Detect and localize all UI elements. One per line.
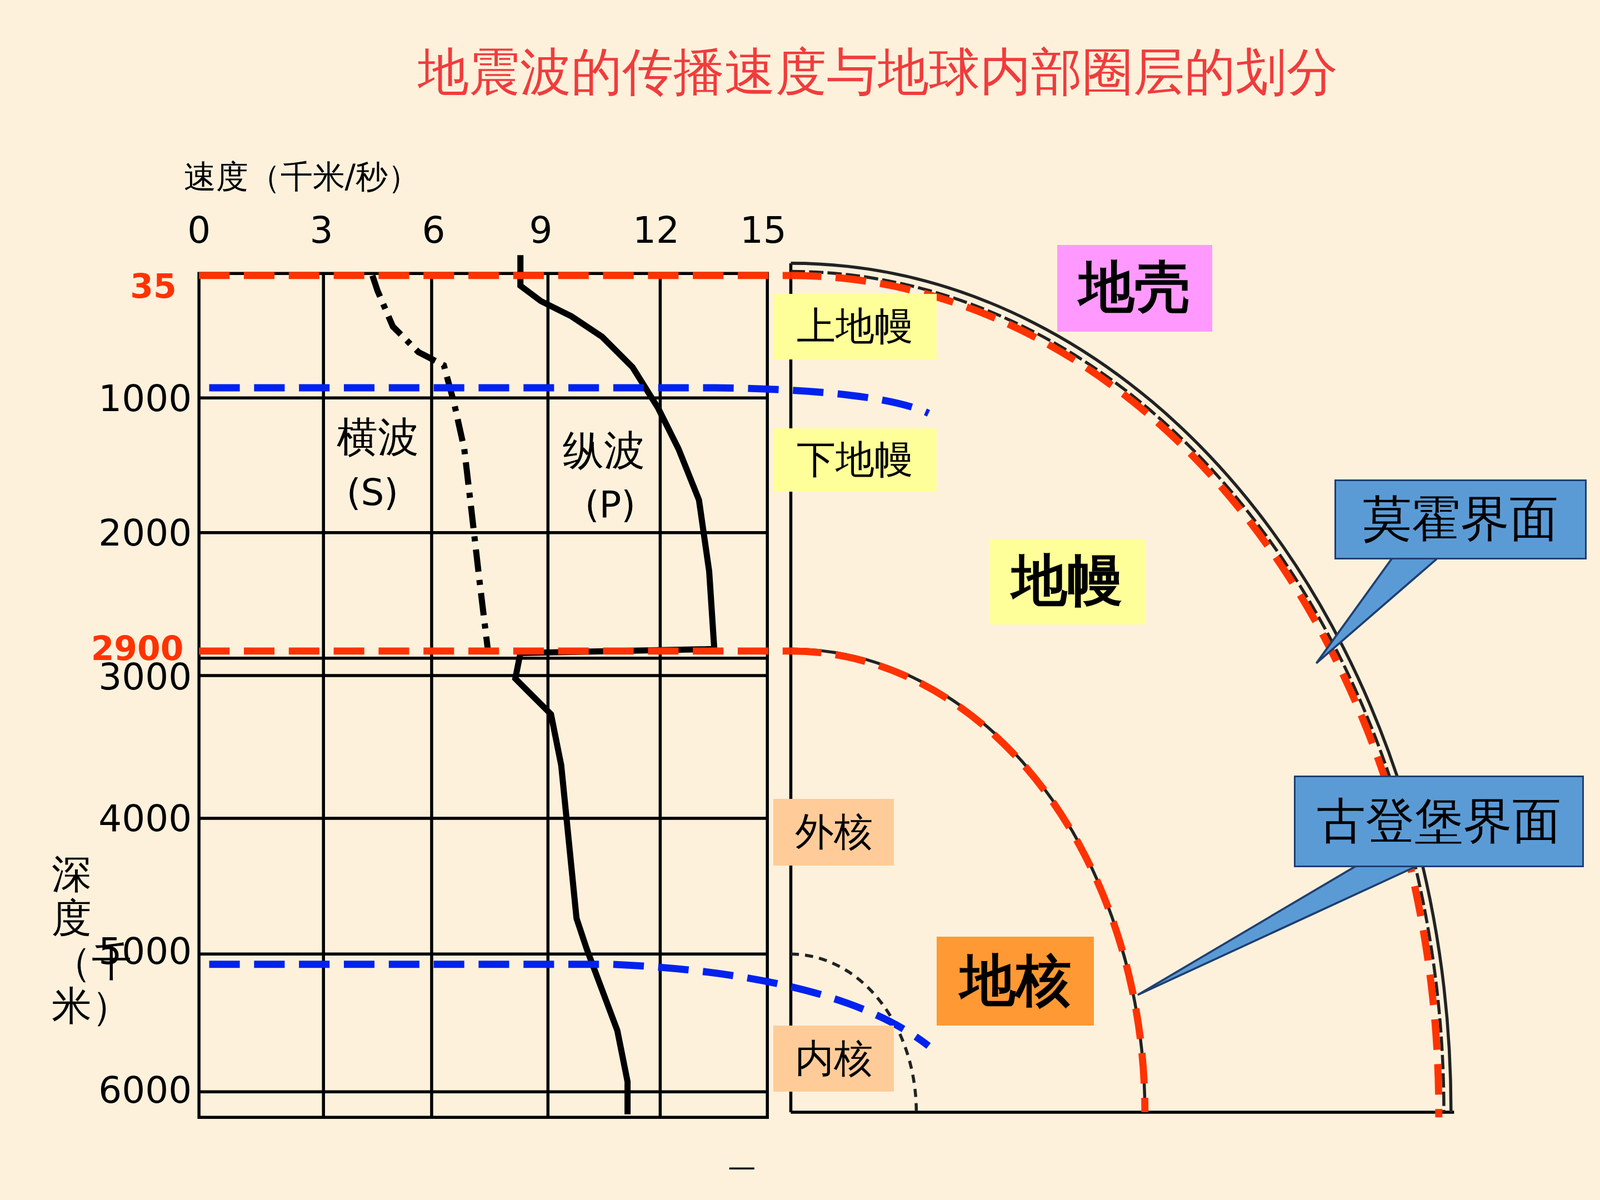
tick-label: 15 bbox=[740, 209, 787, 252]
tick-label: 0 bbox=[187, 209, 211, 252]
layer-box: 内核 bbox=[773, 1025, 894, 1092]
node-text: 莫霍界面 bbox=[1362, 486, 1559, 553]
wave-label: 横波 bbox=[333, 413, 423, 461]
core-box: 地核 bbox=[936, 936, 1094, 1026]
wave-label: (P) bbox=[581, 483, 639, 527]
wave-label: 纵波 bbox=[559, 426, 649, 474]
node-text: 上地幔 bbox=[796, 300, 914, 353]
tick-label: 6 bbox=[422, 209, 446, 252]
layer-box: 外核 bbox=[773, 798, 894, 865]
node-text: 地核 bbox=[960, 943, 1072, 1019]
layer-box: 下地幔 bbox=[773, 428, 937, 492]
layer-box: 上地幔 bbox=[773, 293, 937, 360]
callout-box: 古登堡界面 bbox=[1293, 775, 1584, 868]
depth-label: 4000 bbox=[98, 797, 192, 840]
depth-label: 5000 bbox=[98, 930, 192, 973]
mantle-box: 地幔 bbox=[990, 538, 1145, 625]
node-text: 下地幔 bbox=[796, 433, 914, 487]
tick-label: 9 bbox=[528, 209, 553, 252]
tick-label: 3 bbox=[310, 209, 334, 252]
node-text: 古登堡界面 bbox=[1316, 788, 1562, 855]
callout-box: 莫霍界面 bbox=[1334, 479, 1587, 559]
depth-label: 35 bbox=[130, 267, 177, 306]
node-text: 地壳 bbox=[1078, 250, 1190, 326]
node-text: 外核 bbox=[795, 806, 873, 859]
mark: — bbox=[727, 1151, 756, 1184]
crust-box: 地壳 bbox=[1057, 245, 1213, 332]
tick-label: 12 bbox=[632, 209, 680, 252]
node-text: 内核 bbox=[795, 1032, 873, 1085]
depth-label: 2000 bbox=[98, 512, 192, 555]
axis-title: 速度（千米/秒） bbox=[183, 158, 421, 196]
axis-title: 深度（千米） bbox=[51, 852, 92, 1029]
wave-label: (S) bbox=[343, 471, 402, 514]
title: 地震波的传播速度与地球内部圈层的划分 bbox=[417, 42, 1338, 102]
depth-label: 6000 bbox=[98, 1069, 192, 1112]
depth-label: 3000 bbox=[98, 656, 192, 699]
depth-label: 1000 bbox=[98, 377, 192, 420]
node-text: 地幔 bbox=[1011, 543, 1123, 619]
